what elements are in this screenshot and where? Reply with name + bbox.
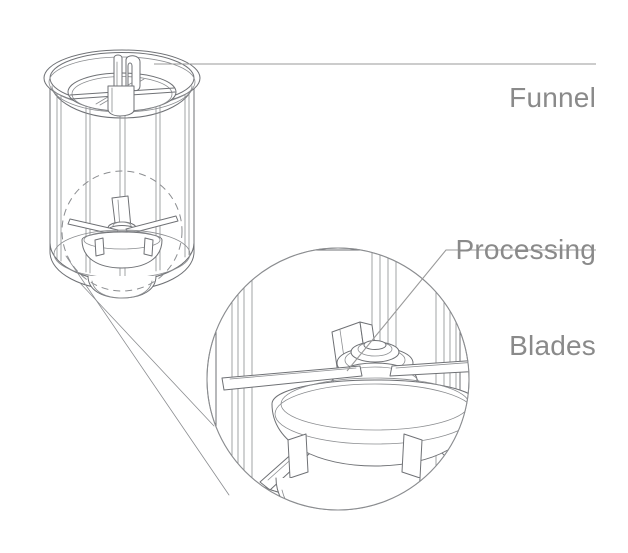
callout-label-processing-blades: Processing Blades <box>455 170 596 425</box>
leader-lines <box>154 63 596 372</box>
funnel-posts <box>107 54 141 117</box>
main-blade-assembly <box>49 195 195 299</box>
magnified-detail-view <box>206 247 470 511</box>
callout-label-funnel-line-1: Funnel <box>509 81 596 113</box>
callout-label-funnel: Funnel <box>509 18 596 178</box>
detail-connector-lines <box>65 255 230 496</box>
main-assembly <box>43 49 201 299</box>
callout-label-processing-blades-line-1: Processing <box>455 233 596 265</box>
detail-tabs <box>287 433 423 479</box>
detail-source-circle <box>61 170 183 292</box>
leader-line-processing-blades <box>346 249 596 372</box>
callout-label-processing-blades-line-2: Blades <box>509 329 596 361</box>
detail-dome-base <box>271 377 469 467</box>
bowl-ribs <box>56 91 190 278</box>
